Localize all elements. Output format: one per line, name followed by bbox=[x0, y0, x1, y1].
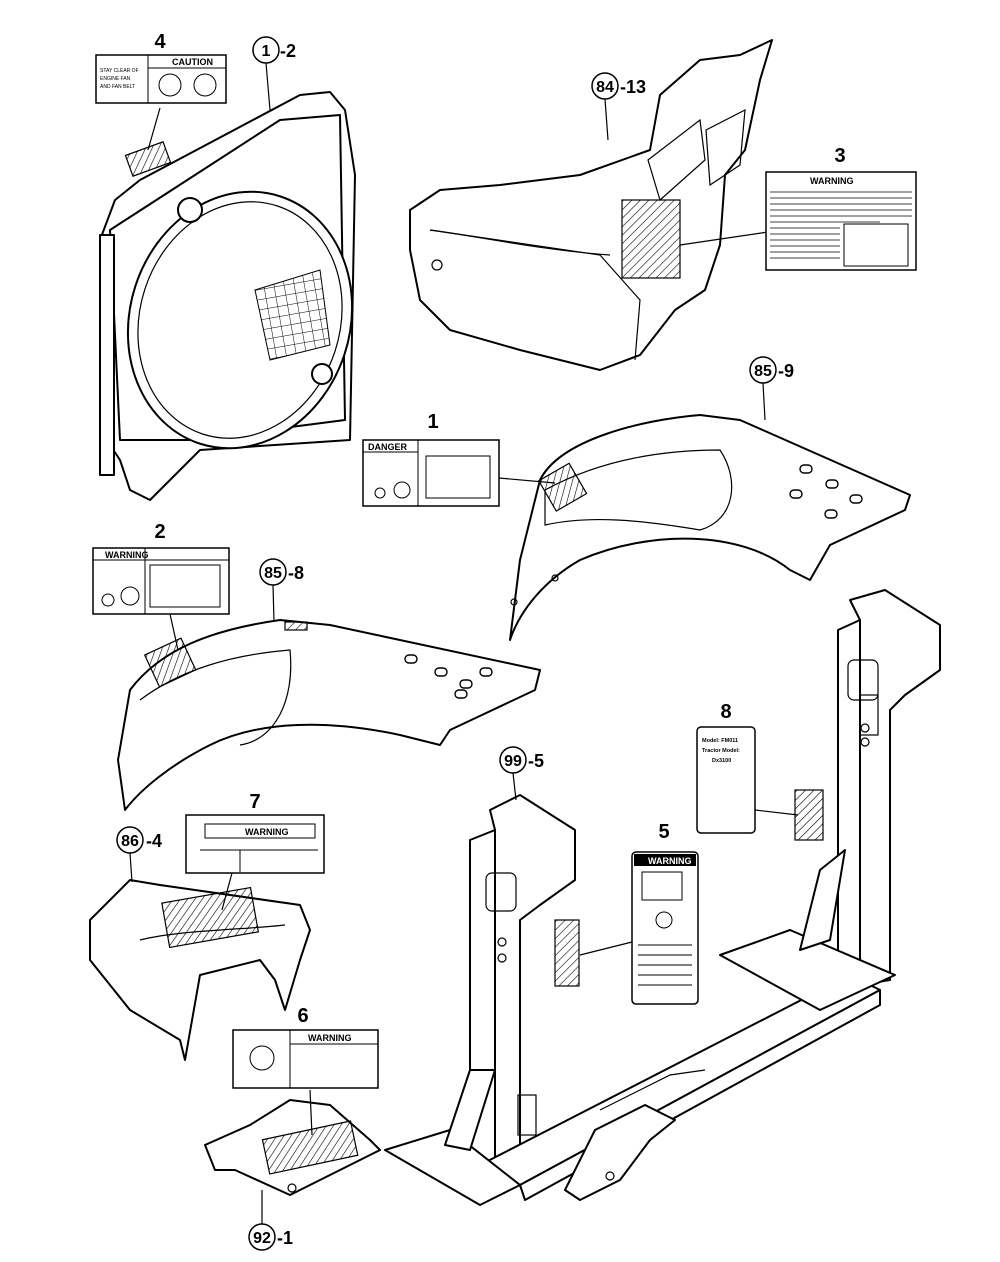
svg-text:99: 99 bbox=[504, 753, 522, 770]
svg-text:6: 6 bbox=[297, 1005, 308, 1027]
svg-text:8: 8 bbox=[720, 701, 731, 723]
decal-8-line-1: Model: FM011 bbox=[702, 738, 738, 744]
decal-7-title: WARNING bbox=[245, 827, 289, 837]
decal-6-title: WARNING bbox=[308, 1033, 352, 1043]
svg-text:85: 85 bbox=[754, 363, 772, 380]
fender-cover bbox=[89, 879, 311, 1061]
callout-85-8: 85 -8 bbox=[259, 558, 304, 623]
right-fender bbox=[509, 414, 911, 641]
svg-text:85: 85 bbox=[264, 565, 282, 582]
decal-5: 5 WARNING bbox=[579, 821, 699, 1005]
decal-3: 3 WARNING bbox=[765, 145, 917, 271]
svg-text:86: 86 bbox=[121, 833, 139, 850]
svg-text:5: 5 bbox=[658, 821, 669, 843]
svg-text:7: 7 bbox=[249, 791, 260, 813]
svg-text:2: 2 bbox=[154, 521, 165, 543]
svg-text:-13: -13 bbox=[620, 77, 646, 97]
svg-text:1: 1 bbox=[262, 43, 271, 60]
svg-text:-5: -5 bbox=[528, 751, 544, 771]
decal-7: 7 WARNING bbox=[185, 791, 325, 911]
svg-text:-2: -2 bbox=[280, 41, 296, 61]
callout-86-4: 86 -4 bbox=[116, 826, 162, 883]
decal-4: 4 CAUTION STAY CLEAR OF ENGINE FAN AND F… bbox=[95, 31, 227, 104]
decal-1-title: DANGER bbox=[368, 442, 408, 452]
left-fender bbox=[117, 619, 541, 811]
decal-4-title-text: CAUTION bbox=[172, 57, 213, 67]
seat-cover bbox=[409, 39, 773, 371]
svg-text:-8: -8 bbox=[288, 563, 304, 583]
decal-8-line-2: Tractor Model: bbox=[702, 748, 740, 754]
callout-1-2: 1 -2 bbox=[252, 36, 296, 111]
callout-92-1: 92 -1 bbox=[248, 1190, 293, 1251]
rops-frame bbox=[384, 589, 941, 1206]
svg-text:1: 1 bbox=[427, 411, 438, 433]
decal-1: 1 DANGER bbox=[362, 411, 556, 507]
decal-2-title: WARNING bbox=[105, 550, 149, 560]
svg-text:92: 92 bbox=[253, 1230, 271, 1247]
callout-99-5: 99 -5 bbox=[499, 746, 544, 801]
decal-3-title: WARNING bbox=[810, 176, 854, 186]
svg-text:-9: -9 bbox=[778, 361, 794, 381]
radiator-shroud bbox=[99, 91, 356, 501]
svg-text:-1: -1 bbox=[277, 1228, 293, 1248]
decal-2: 2 WARNING bbox=[92, 521, 230, 651]
decal-4-line-3: AND FAN BELT bbox=[100, 84, 135, 90]
svg-text:84: 84 bbox=[596, 79, 614, 96]
callout-85-9: 85 -9 bbox=[749, 356, 794, 421]
decal-5-title: WARNING bbox=[648, 856, 692, 866]
decal-6: 6 WARNING bbox=[232, 1005, 379, 1089]
decal-8: 8 Model: FM011 Tractor Model: Dx3100 bbox=[696, 701, 799, 834]
decal-4-line-1: STAY CLEAR OF bbox=[100, 68, 139, 74]
svg-text:-4: -4 bbox=[146, 831, 162, 851]
decal-number-4: 4 bbox=[154, 31, 166, 53]
floor-mat bbox=[204, 1089, 381, 1196]
decal-8-line-3: Dx3100 bbox=[712, 758, 731, 764]
decal-4-line-2: ENGINE FAN bbox=[100, 76, 131, 82]
svg-text:3: 3 bbox=[834, 145, 845, 167]
callout-84-13: 84 -13 bbox=[591, 72, 646, 141]
